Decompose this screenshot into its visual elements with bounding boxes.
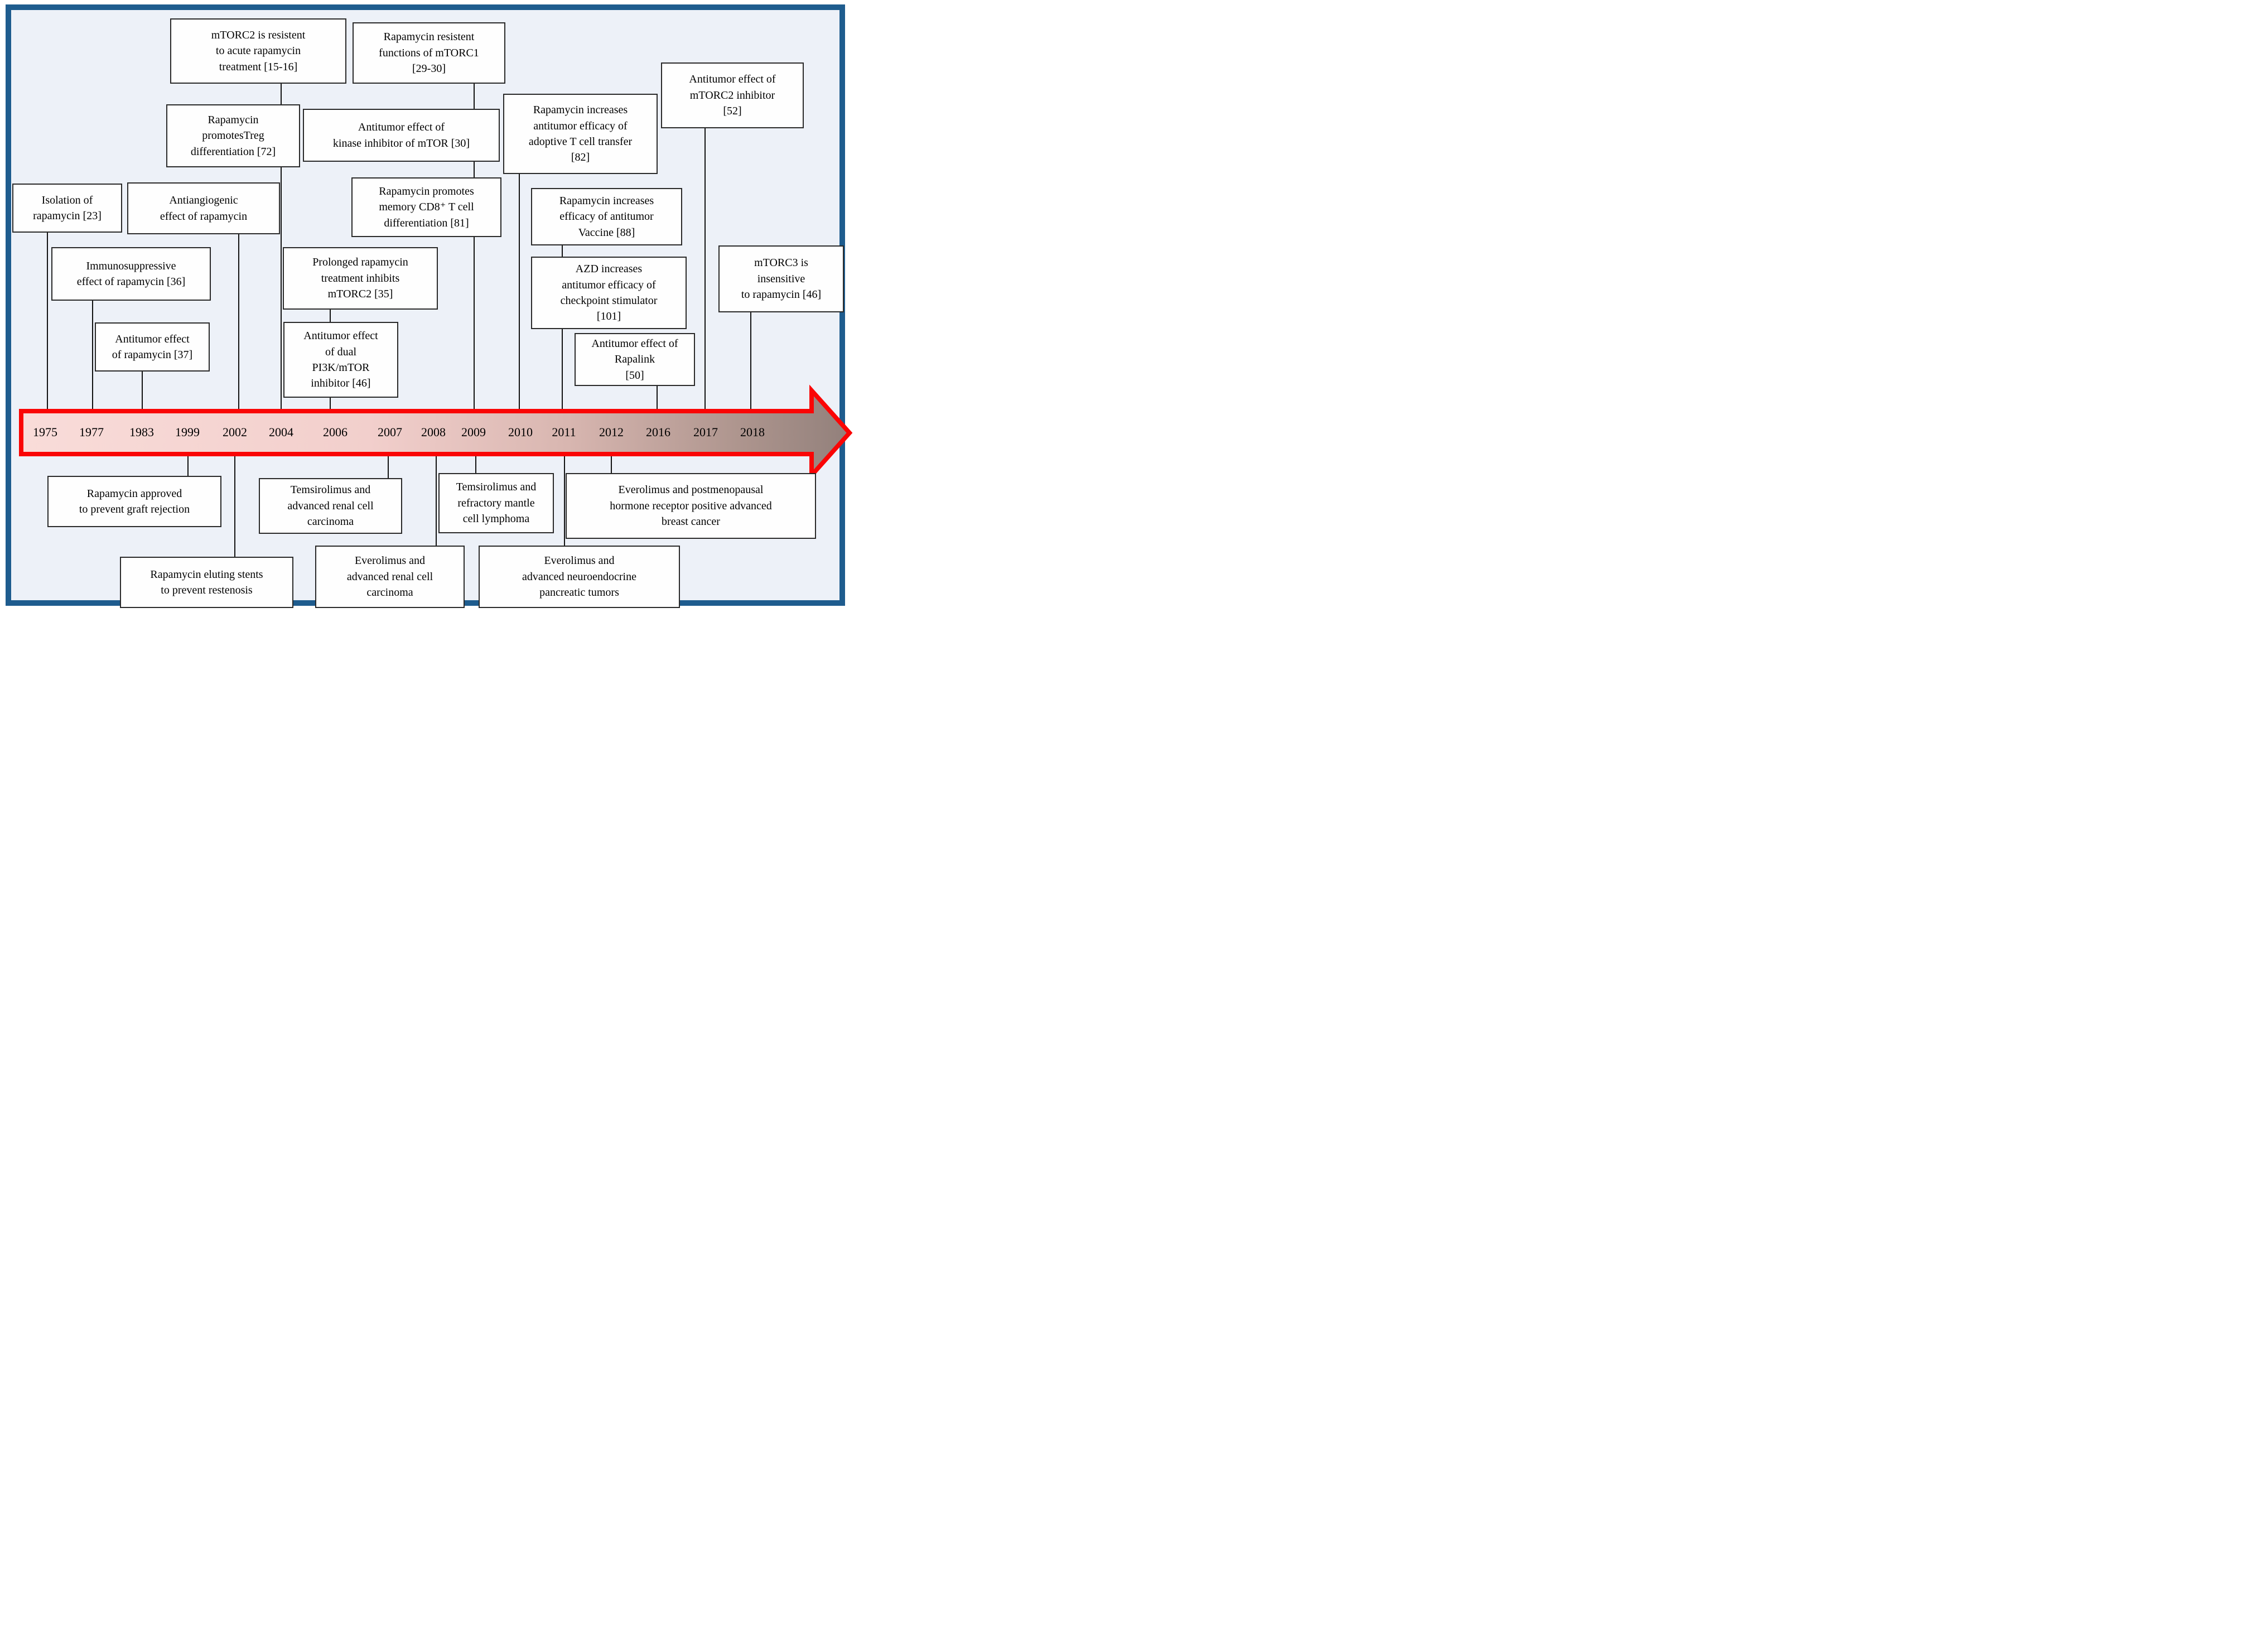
- event-box-everolimus-breast: Everolimus and postmenopausal hormone re…: [566, 473, 816, 539]
- connector-line-2016: [657, 386, 658, 416]
- event-box-treg: Rapamycin promotesTreg differentiation […: [166, 104, 300, 167]
- event-text: Everolimus and postmenopausal hormone re…: [610, 484, 772, 528]
- timeline-arrow: [19, 384, 853, 481]
- event-box-adoptive-t-cell: Rapamycin increases antitumor efficacy o…: [503, 94, 658, 174]
- event-text: Rapamycin approved to prevent graft reje…: [79, 487, 190, 515]
- event-box-temsirolimus-rcc: Temsirolimus and advanced renal cell car…: [259, 478, 402, 534]
- connector-line-2004-chain: [281, 84, 282, 104]
- event-box-azd-checkpoint: AZD increases antitumor efficacy of chec…: [531, 257, 687, 329]
- event-box-antitumor-vaccine: Rapamycin increases efficacy of antitumo…: [531, 188, 682, 245]
- event-text: Temsirolimus and advanced renal cell car…: [287, 484, 374, 528]
- year-label-2004: 2004: [269, 425, 293, 439]
- connector-line-2012-down: [611, 452, 612, 474]
- year-label-2002: 2002: [223, 425, 247, 439]
- event-box-everolimus-rcc: Everolimus and advanced renal cell carci…: [315, 546, 465, 608]
- event-text: Rapamycin promotes memory CD8⁺ T cell di…: [379, 185, 474, 229]
- connector-line-2007-down: [388, 452, 389, 479]
- event-box-antitumor-rapamycin: Antitumor effect of rapamycin [37]: [95, 322, 210, 372]
- year-label-2011: 2011: [552, 425, 576, 439]
- year-label-2012: 2012: [599, 425, 624, 439]
- connector-line-2008-down: [436, 452, 437, 547]
- event-box-rapalink: Antitumor effect of Rapalink [50]: [575, 333, 695, 386]
- year-label-1975: 1975: [33, 425, 57, 439]
- connector-line-2002-down: [234, 452, 235, 558]
- event-box-mtorc2-inhibitor: Antitumor effect of mTORC2 inhibitor [52…: [661, 62, 804, 128]
- timeline-arrow-shape: [19, 384, 853, 481]
- connector-line-2006: [330, 398, 331, 416]
- connector-line-1977: [92, 301, 93, 416]
- connector-line-2018: [750, 312, 751, 416]
- year-label-2017: 2017: [693, 425, 718, 439]
- connector-line-2004: [281, 167, 282, 416]
- connector-line-2002-up: [238, 234, 239, 416]
- connector-line-1983: [142, 372, 143, 416]
- event-text: AZD increases antitumor efficacy of chec…: [560, 263, 658, 323]
- event-text: mTORC2 is resistent to acute rapamycin t…: [211, 28, 306, 73]
- year-label-1977: 1977: [79, 425, 104, 439]
- event-text: Rapamycin increases antitumor efficacy o…: [528, 104, 633, 164]
- connector-line-2017: [704, 128, 706, 416]
- year-label-2008: 2008: [421, 425, 446, 439]
- event-text: Immunosuppressive effect of rapamycin [3…: [76, 259, 186, 288]
- event-box-immunosuppressive: Immunosuppressive effect of rapamycin [3…: [51, 247, 211, 301]
- connector-line-2006-chain: [330, 310, 331, 322]
- event-box-prolonged-mtorc2: Prolonged rapamycin treatment inhibits m…: [283, 247, 438, 310]
- event-text: Everolimus and advanced neuroendocrine p…: [522, 554, 636, 599]
- event-box-rapamycin-resistant-mtorc1: Rapamycin resistent functions of mTORC1 …: [353, 22, 505, 84]
- connector-line-2011-up: [562, 329, 563, 416]
- event-box-isolation: Isolation of rapamycin [23]: [12, 184, 122, 233]
- event-text: Rapamycin promotesTreg differentiation […: [190, 113, 276, 158]
- event-text: Prolonged rapamycin treatment inhibits m…: [312, 256, 408, 301]
- connector-line-2011-chain: [562, 245, 563, 257]
- connector-line-2009-chain-2: [474, 162, 475, 177]
- connector-line-2010: [519, 174, 520, 416]
- event-box-mtorc2-resistant: mTORC2 is resistent to acute rapamycin t…: [170, 18, 346, 84]
- event-text: Antitumor effect of dual PI3K/mTOR inhib…: [303, 330, 378, 390]
- year-label-2006: 2006: [323, 425, 348, 439]
- figure-canvas: 1975 1977 1983 1999 2002 2004 2006 2007 …: [0, 0, 862, 621]
- year-label-2009: 2009: [461, 425, 486, 439]
- event-box-graft-rejection: Rapamycin approved to prevent graft reje…: [47, 476, 221, 527]
- connector-line-2009-up: [474, 237, 475, 416]
- event-text: mTORC3 is insensitive to rapamycin [46]: [741, 257, 822, 301]
- event-box-memory-cd8: Rapamycin promotes memory CD8⁺ T cell di…: [351, 177, 501, 237]
- event-box-mtorc3: mTORC3 is insensitive to rapamycin [46]: [718, 245, 844, 312]
- event-text: Antitumor effect of mTORC2 inhibitor [52…: [689, 73, 776, 118]
- connector-line-2009-chain-1: [474, 84, 475, 109]
- year-label-2010: 2010: [508, 425, 533, 439]
- event-box-temsirolimus-mcl: Temsirolimus and refractory mantle cell …: [438, 473, 554, 533]
- event-box-kinase-inhibitor: Antitumor effect of kinase inhibitor of …: [303, 109, 500, 162]
- event-text: Rapamycin eluting stents to prevent rest…: [150, 568, 263, 596]
- event-text: Temsirolimus and refractory mantle cell …: [456, 481, 537, 525]
- event-text: Everolimus and advanced renal cell carci…: [346, 554, 433, 599]
- connector-line-1975: [47, 233, 48, 416]
- event-box-eluting-stents: Rapamycin eluting stents to prevent rest…: [120, 557, 293, 608]
- year-label-2016: 2016: [646, 425, 670, 439]
- event-text: Antitumor effect of Rapalink [50]: [591, 337, 678, 382]
- event-text: Antitumor effect of rapamycin [37]: [112, 332, 193, 361]
- event-text: Antitumor effect of kinase inhibitor of …: [332, 121, 470, 149]
- year-label-1999: 1999: [175, 425, 200, 439]
- event-text: Rapamycin increases efficacy of antitumo…: [559, 194, 654, 239]
- connector-line-2011-down: [564, 452, 565, 547]
- event-box-everolimus-pnet: Everolimus and advanced neuroendocrine p…: [479, 546, 680, 608]
- event-text: Rapamycin resistent functions of mTORC1 …: [379, 31, 479, 75]
- year-label-1983: 1983: [129, 425, 154, 439]
- event-text: Isolation of rapamycin [23]: [33, 194, 102, 222]
- event-box-dual-pi3k-mtor: Antitumor effect of dual PI3K/mTOR inhib…: [283, 322, 398, 398]
- connector-line-1999-down: [187, 452, 189, 477]
- year-label-2018: 2018: [740, 425, 765, 439]
- event-text: Antiangiogenic effect of rapamycin: [160, 194, 248, 223]
- year-label-2007: 2007: [378, 425, 402, 439]
- connector-line-2009-down: [475, 452, 476, 474]
- event-box-antiangiogenic: Antiangiogenic effect of rapamycin: [127, 182, 280, 234]
